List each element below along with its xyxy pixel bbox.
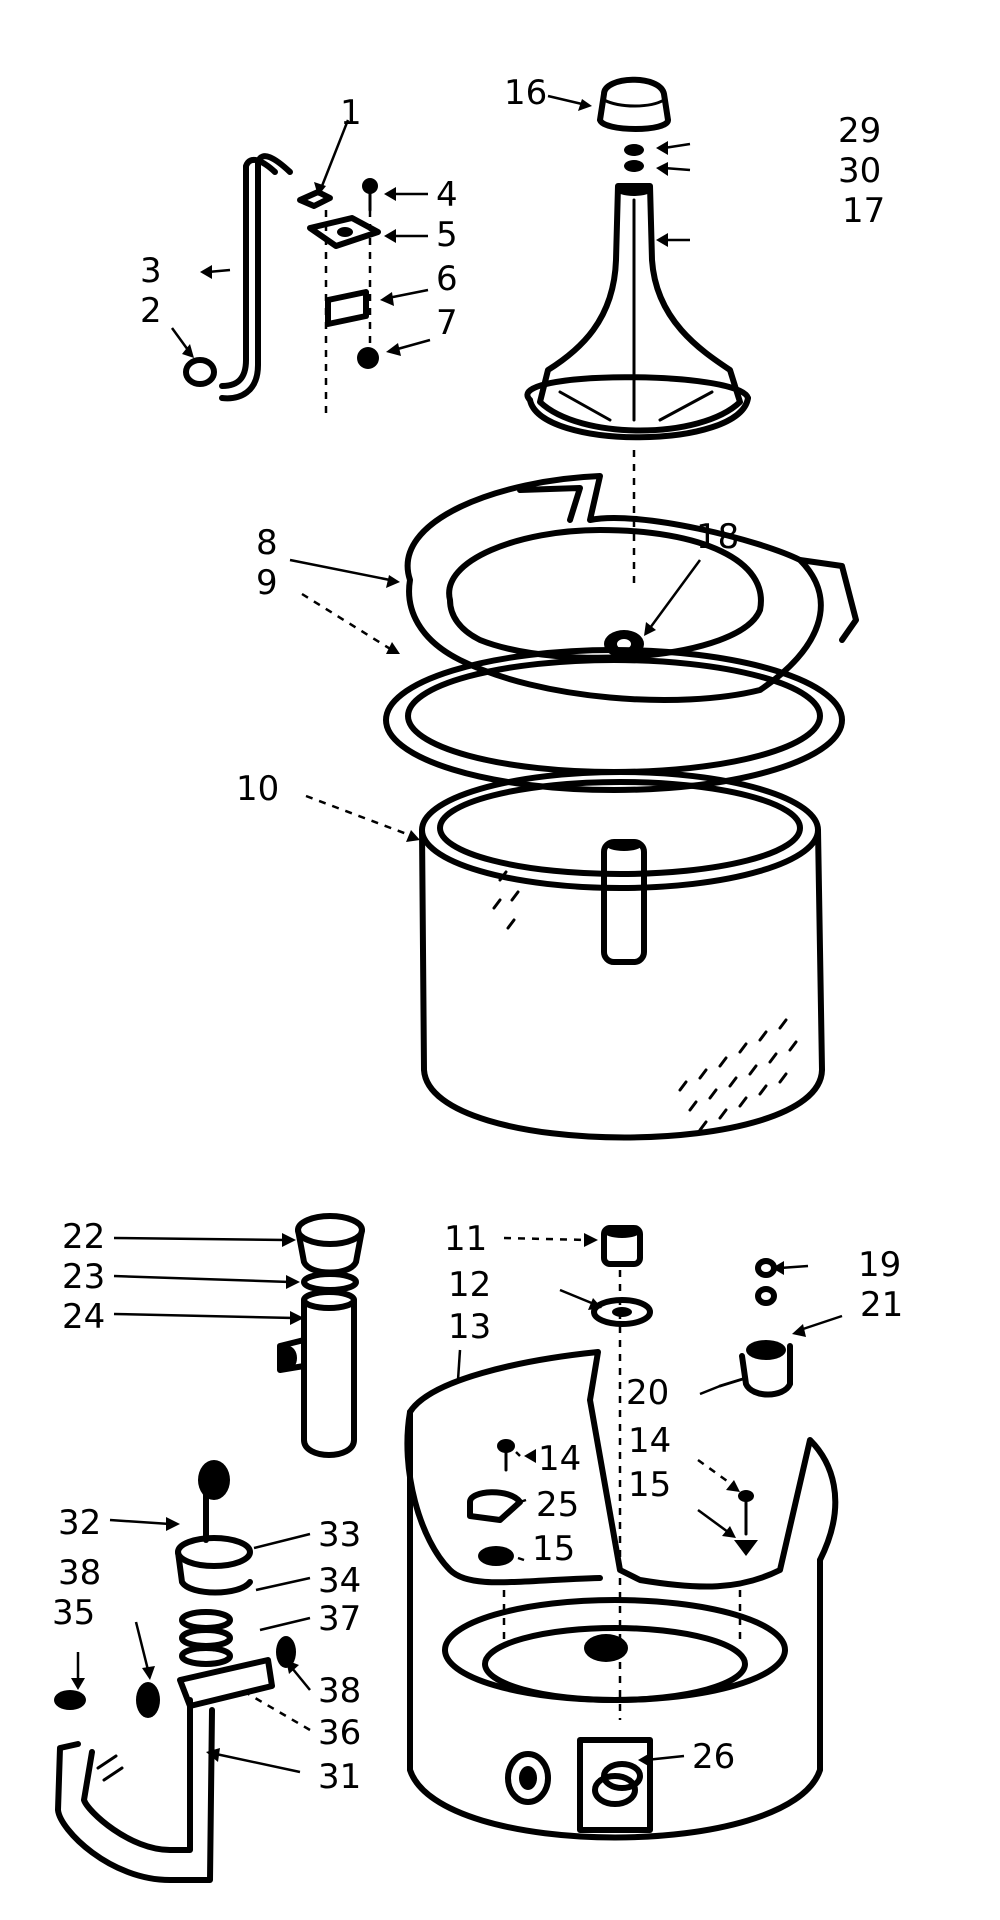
- small-ring-part-21: [755, 1286, 777, 1306]
- callout-19: 19: [858, 1245, 901, 1285]
- callout-6: 6: [436, 259, 458, 299]
- callout-21: 21: [860, 1285, 903, 1325]
- small-ring-part-19: [755, 1258, 777, 1278]
- callout-38-left: 38: [58, 1553, 101, 1593]
- o-ring-part-23: [301, 1271, 359, 1293]
- callout-33: 33: [318, 1515, 361, 1555]
- pump-body-part-24: [277, 1289, 357, 1458]
- callout-8: 8: [256, 523, 278, 563]
- gasket-ring-part-9: [383, 647, 845, 793]
- callout-25: 25: [536, 1485, 579, 1525]
- screw-part-4: [362, 178, 378, 212]
- agitator-cap-part-16: [597, 76, 671, 132]
- callout-12: 12: [448, 1265, 491, 1305]
- agitator-small-parts: [624, 144, 644, 172]
- callout-9: 9: [256, 563, 278, 603]
- callout-2: 2: [140, 291, 162, 331]
- callout-13: 13: [448, 1307, 491, 1347]
- callout-35: 35: [52, 1593, 95, 1633]
- callout-34: 34: [318, 1561, 361, 1601]
- callout-32: 32: [58, 1503, 101, 1543]
- drain-assembly: [54, 1460, 296, 1883]
- agitator: [524, 183, 751, 441]
- spin-basket-part-10: [419, 769, 825, 1141]
- callout-29: 29: [838, 111, 881, 151]
- callout-10: 10: [236, 769, 279, 809]
- fill-pipe: [183, 153, 293, 402]
- callout-24: 24: [62, 1297, 105, 1337]
- callout-23: 23: [62, 1257, 105, 1297]
- washer-part-12: [591, 1297, 653, 1327]
- bracket-part-5: [307, 215, 381, 249]
- callout-20: 20: [626, 1373, 669, 1413]
- nut-part-18: [604, 630, 644, 658]
- callout-7: 7: [436, 303, 458, 343]
- sleeve-part-6: [325, 289, 369, 327]
- callout-14-right: 14: [628, 1421, 671, 1461]
- callout-5: 5: [436, 215, 458, 255]
- callout-11: 11: [444, 1219, 487, 1259]
- outer-tub-part-13: [404, 1270, 839, 1841]
- callout-22: 22: [62, 1217, 105, 1257]
- callout-36: 36: [318, 1713, 361, 1753]
- basket-perforations: [492, 870, 798, 1132]
- leader-lines: [71, 94, 843, 1774]
- callout-15-left: 15: [532, 1529, 575, 1569]
- callout-38-right: 38: [318, 1671, 361, 1711]
- coupling-part-11: [601, 1225, 643, 1267]
- callout-1: 1: [340, 93, 362, 133]
- callout-18: 18: [696, 517, 739, 557]
- tub-cover-part-8: [404, 473, 859, 703]
- callout-14-left: 14: [538, 1439, 581, 1479]
- callout-17: 17: [842, 191, 885, 231]
- callout-labels: 1 2 3 4 5 6 7 16 29 30 17 8 9 18 10 22 2…: [52, 73, 903, 1797]
- fitting-part-20: [718, 1340, 793, 1398]
- nut-part-7: [357, 347, 379, 369]
- clip-part-1: [297, 189, 333, 209]
- callout-37: 37: [318, 1599, 361, 1639]
- callout-16: 16: [504, 73, 547, 113]
- callout-3: 3: [140, 251, 162, 291]
- callout-4: 4: [436, 175, 458, 215]
- tub-hardware-14-15-25: [467, 1439, 758, 1566]
- callout-15-right: 15: [628, 1465, 671, 1505]
- pump-cap-part-22: [295, 1213, 365, 1276]
- callout-31: 31: [318, 1757, 361, 1797]
- callout-26: 26: [692, 1737, 735, 1777]
- callout-30: 30: [838, 151, 881, 191]
